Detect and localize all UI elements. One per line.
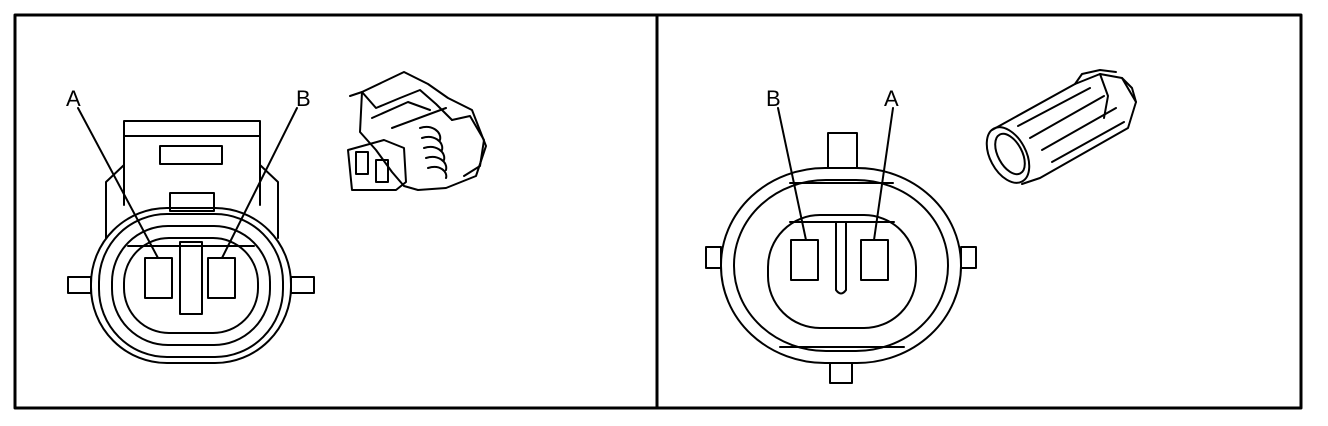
- right-iso-end: [1074, 69, 1117, 119]
- right-bottom-tab: [829, 362, 853, 384]
- right-outer-body-inner: [733, 179, 949, 352]
- left-connector-face: [67, 107, 315, 364]
- left-iso-cavity-1: [355, 151, 369, 175]
- right-iso-ridges: [1017, 87, 1125, 163]
- left-iso-front-face: [347, 139, 407, 191]
- right-connector-face: [705, 107, 977, 384]
- left-connector-isometric: [347, 71, 487, 191]
- left-iso-body: [359, 71, 487, 191]
- left-iso-coils: [419, 126, 448, 179]
- left-panel: A B: [66, 71, 487, 364]
- left-label-b: B: [296, 86, 311, 111]
- left-latch-housing: [123, 120, 261, 206]
- left-center-key: [179, 241, 203, 315]
- left-iso-lock-line: [391, 107, 447, 129]
- right-cavity-a: [860, 239, 889, 281]
- right-iso-rear: [1121, 77, 1137, 103]
- left-cavity-a: [144, 257, 173, 299]
- right-cavity-b: [790, 239, 819, 281]
- left-outer-body-inner: [98, 213, 284, 358]
- right-panel: B A: [705, 69, 1137, 384]
- right-seal: [767, 214, 917, 329]
- right-iso-body: [991, 73, 1137, 185]
- left-top-tab: [169, 192, 215, 212]
- right-label-a: A: [884, 86, 899, 111]
- right-leader-a: [873, 107, 894, 241]
- right-leader-b: [777, 107, 807, 241]
- right-iso-face-inner: [994, 132, 1026, 176]
- left-iso-top-edge: [371, 101, 431, 119]
- right-label-b: B: [766, 86, 781, 111]
- right-ear-right: [960, 246, 977, 269]
- left-iso-rear: [451, 115, 485, 177]
- left-leader-a: [77, 107, 159, 259]
- left-iso-cavity-2: [375, 159, 389, 183]
- left-iso-lock: [349, 89, 453, 121]
- left-side-slant-left: [105, 164, 125, 239]
- left-ear-right: [290, 276, 315, 294]
- left-leader-b: [221, 107, 298, 259]
- right-top-tab: [827, 132, 858, 169]
- left-latch-window: [159, 145, 223, 165]
- right-connector-isometric: [985, 69, 1137, 185]
- left-label-a: A: [66, 86, 81, 111]
- left-cavity-b: [207, 257, 236, 299]
- right-outer-body: [720, 167, 962, 364]
- right-ear-left: [705, 246, 722, 269]
- right-iso-face-outer: [985, 126, 1031, 184]
- right-center-rib: [835, 221, 847, 295]
- left-seal-outer: [111, 225, 271, 346]
- left-ear-left: [67, 276, 92, 294]
- left-seal-inner: [123, 237, 259, 334]
